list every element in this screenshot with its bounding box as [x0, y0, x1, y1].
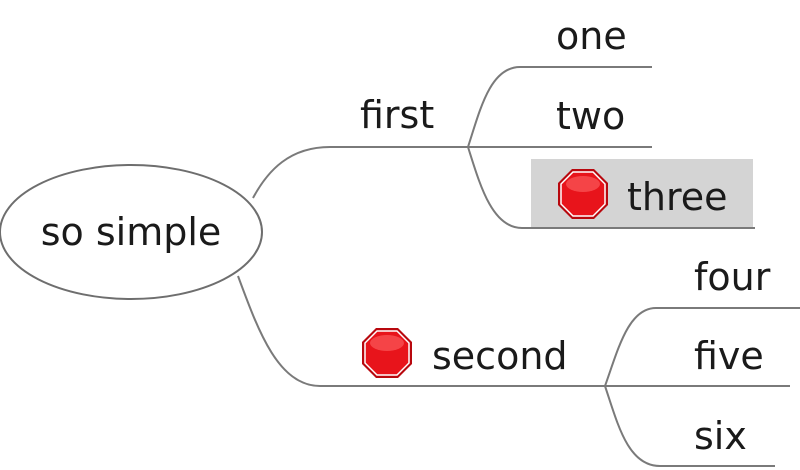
stop-sign-icon — [558, 169, 608, 219]
root-node-ellipse[interactable] — [0, 164, 263, 300]
node-two[interactable]: two — [556, 94, 626, 138]
edge-second-six — [604, 385, 775, 467]
edge-root-first — [252, 146, 468, 199]
node-six[interactable]: six — [694, 414, 747, 458]
stop-sign-icon — [362, 328, 412, 378]
node-four[interactable]: four — [694, 255, 771, 299]
node-three[interactable]: three — [627, 175, 728, 219]
node-one[interactable]: one — [556, 14, 627, 58]
edge-root-second — [237, 275, 605, 387]
node-five[interactable]: five — [694, 334, 764, 378]
root-node-label[interactable]: so simple — [40, 210, 222, 254]
node-first[interactable]: first — [360, 93, 435, 137]
edge-first-one — [467, 66, 652, 148]
node-second[interactable]: second — [432, 334, 568, 378]
edge-first-three — [467, 146, 755, 229]
edge-second-four — [604, 307, 800, 387]
